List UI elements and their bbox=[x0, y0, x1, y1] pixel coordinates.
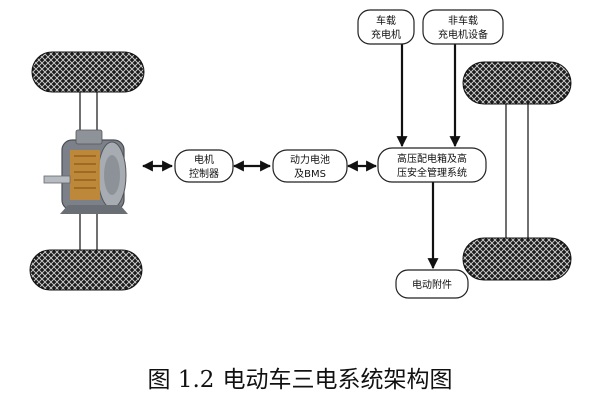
figure-number: 图 1.2 bbox=[147, 367, 215, 393]
motor-controller-line1: 电机 bbox=[194, 153, 214, 166]
node-motor-controller: 电机 控制器 bbox=[174, 149, 234, 183]
offboard-line2: 充电机设备 bbox=[438, 28, 488, 41]
battery-line2: 及BMS bbox=[294, 168, 326, 180]
figure-title: 电动车三电系统架构图 bbox=[222, 367, 453, 393]
onboard-line1: 车载 bbox=[376, 14, 396, 27]
rear-right-tire bbox=[462, 237, 572, 281]
hv-line2: 压安全管理系统 bbox=[397, 166, 467, 179]
rear-axle bbox=[462, 61, 572, 281]
motor-controller-line2: 控制器 bbox=[189, 167, 219, 180]
front-axle bbox=[29, 51, 145, 291]
front-right-tire bbox=[29, 249, 143, 291]
rear-left-tire bbox=[462, 61, 572, 105]
onboard-charger-to-hv-arrow bbox=[389, 38, 408, 148]
front-left-tire bbox=[31, 51, 145, 93]
node-hv-distribution: 高压配电箱及高 压安全管理系统 bbox=[377, 147, 487, 183]
onboard-line2: 充电机 bbox=[371, 28, 401, 41]
node-offboard-charger: 非车载 充电机设备 bbox=[422, 9, 504, 45]
figure-caption: 图 1.2 电动车三电系统架构图 bbox=[0, 360, 600, 394]
battery-line1: 动力电池 bbox=[290, 153, 330, 166]
offboard-charger-to-hv-arrow bbox=[449, 38, 461, 148]
offboard-line1: 非车载 bbox=[448, 14, 478, 27]
node-electric-accessories: 电动附件 bbox=[395, 269, 469, 299]
node-battery-bms: 动力电池 及BMS bbox=[272, 149, 348, 183]
accessories-label: 电动附件 bbox=[412, 278, 452, 291]
electric-motor-image bbox=[43, 129, 128, 214]
hv-line1: 高压配电箱及高 bbox=[397, 152, 467, 165]
node-onboard-charger: 车载 充电机 bbox=[357, 9, 415, 45]
